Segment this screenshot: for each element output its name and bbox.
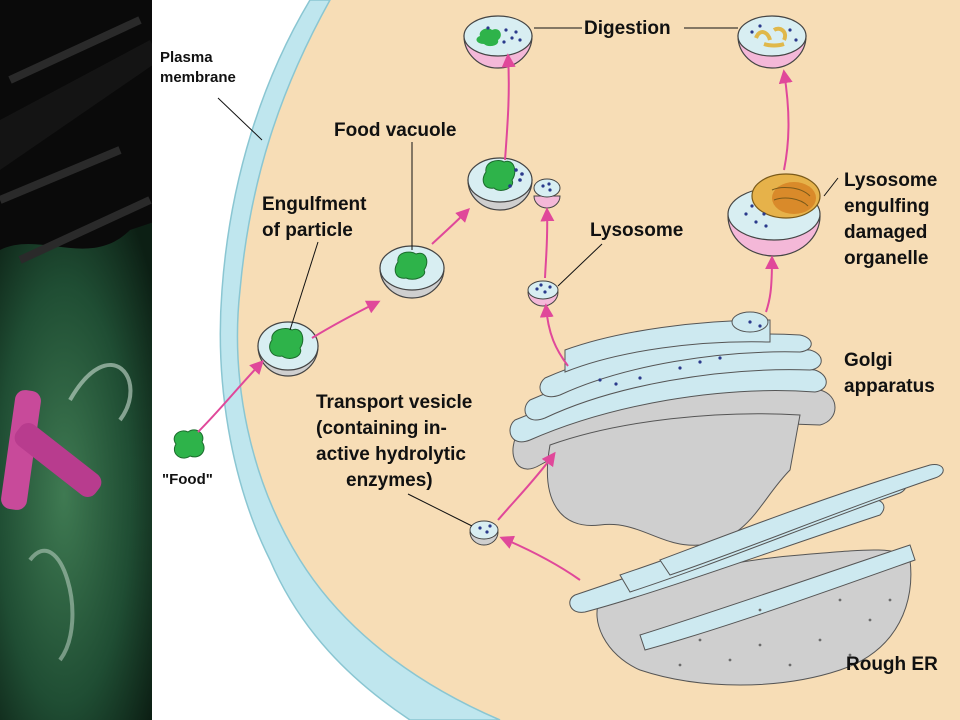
arrow-golgi-to-engulfing-lysosome <box>764 255 779 313</box>
label-digestion: Digestion <box>584 18 671 39</box>
label-rough-er: Rough ER <box>846 654 938 675</box>
engulfment-vesicle <box>257 321 319 377</box>
label-lysosome-engulfing-4: organelle <box>844 248 928 269</box>
digestion-vesicle-right <box>737 15 807 69</box>
label-transport-3: active hydrolytic <box>316 444 466 465</box>
food-vacuole-small <box>379 245 445 299</box>
arrow-transport-to-golgi <box>497 451 556 521</box>
pathway-arrows <box>197 53 793 581</box>
label-engulfment-1: Engulfment <box>262 194 367 215</box>
label-golgi-1: Golgi <box>844 350 893 371</box>
label-lysosome: Lysosome <box>590 220 683 241</box>
plasma-membrane <box>219 0 501 720</box>
rough-er <box>569 464 944 686</box>
label-lysosome-engulfing-2: engulfing <box>844 196 929 217</box>
leader-lines <box>217 27 839 527</box>
label-transport-1: Transport vesicle <box>316 392 472 413</box>
food-vacuole-fusing <box>467 157 561 211</box>
label-transport-2: (containing in- <box>316 418 447 439</box>
lysosome-small <box>527 280 559 307</box>
arrow-engulfment-to-vacuole <box>311 300 381 339</box>
golgi-apparatus <box>509 311 836 546</box>
arrow-engulfing-to-digestion <box>778 69 793 171</box>
chalk-stick-1 <box>1 390 41 510</box>
arrow-fusion-to-digestion <box>501 53 516 161</box>
label-engulfment-2: of particle <box>262 220 353 241</box>
arrow-golgi-to-lysosome <box>539 303 569 367</box>
arrow-er-to-transport <box>499 535 581 581</box>
arrow-lysosome-to-fusion <box>540 207 555 279</box>
label-lysosome-engulfing-3: damaged <box>844 222 927 243</box>
label-plasma-membrane-1: Plasma <box>160 49 213 66</box>
label-food-vacuole: Food vacuole <box>334 120 456 141</box>
chalkboard-background <box>0 0 160 720</box>
label-golgi-2: apparatus <box>844 376 935 397</box>
transport-vesicle <box>469 520 499 546</box>
label-plasma-membrane-2: membrane <box>160 69 236 86</box>
arrow-food-to-engulfment <box>197 359 264 433</box>
chalk-stick-2 <box>14 423 102 497</box>
food-particle <box>173 429 205 459</box>
golgi-enzyme-dots <box>598 320 762 386</box>
label-food: "Food" <box>162 471 213 488</box>
label-lysosome-engulfing-1: Lysosome <box>844 170 937 191</box>
label-transport-4: enzymes) <box>346 470 433 491</box>
arrow-vacuole-to-fusion <box>431 208 470 245</box>
diagram-labels: Plasma membrane Digestion Food vacuole E… <box>160 18 938 675</box>
